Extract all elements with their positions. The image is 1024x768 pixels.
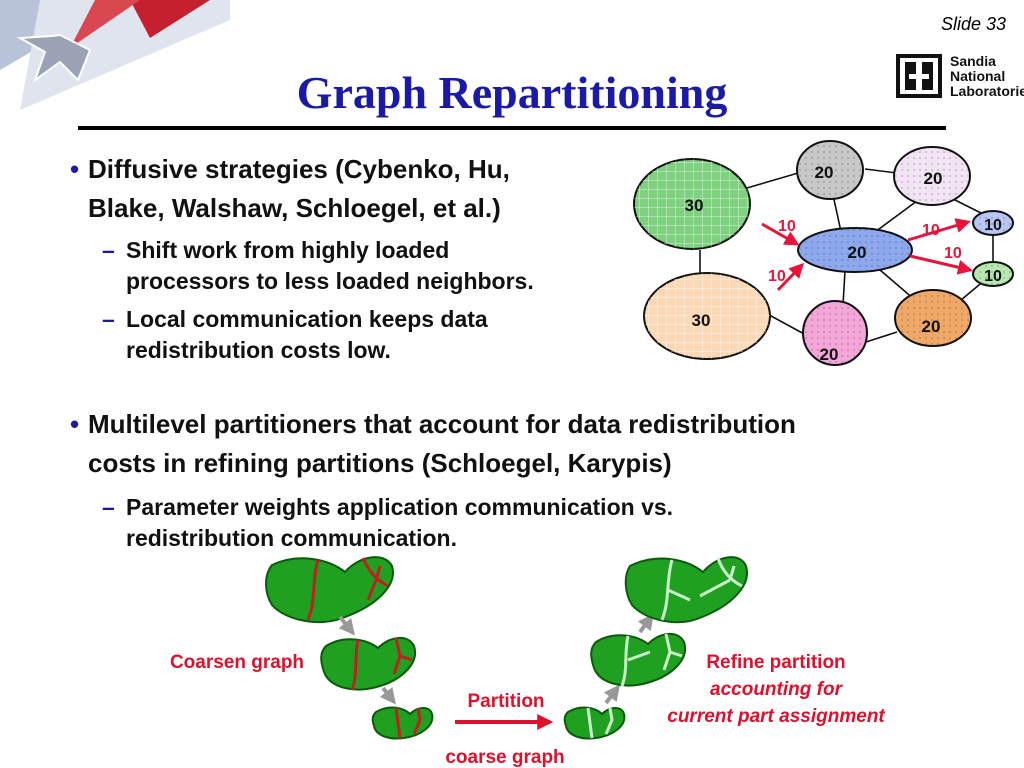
bullet-multilevel: • Multilevel partitioners that account f…	[70, 405, 988, 483]
mid-graph-left	[320, 637, 417, 691]
mid-graph-right	[590, 633, 687, 687]
flow-label-e-to-d: 10	[922, 222, 940, 239]
node-f-label: 10	[984, 268, 1002, 285]
star-logo	[0, 0, 230, 110]
coarsen-arrow-2	[379, 686, 396, 705]
sub-1-line-1: Shift work from highly loaded	[126, 237, 450, 263]
dash-mark: –	[102, 237, 115, 263]
node-h-label: 20	[820, 345, 839, 364]
logo-line-2: National	[950, 68, 1006, 84]
refine-assignment-label: current part assignment	[667, 706, 885, 727]
sub-1-line-2: processors to less loaded neighbors.	[126, 268, 534, 294]
node-a-label: 30	[685, 196, 704, 215]
bullet-2-line-1: Multilevel partitioners that account for…	[88, 409, 796, 439]
node-b-label: 20	[815, 163, 834, 182]
flow-label-e-to-f: 10	[944, 245, 962, 262]
graph-edge	[842, 270, 846, 306]
node-d-label: 10	[984, 217, 1002, 234]
graph-node-e: 20	[797, 227, 913, 273]
graph-node-g: 30	[643, 272, 771, 360]
graph-node-b: 20	[796, 140, 864, 200]
sub-3-line-1: Parameter weights application communicat…	[126, 494, 674, 520]
bullet-mark: •	[70, 409, 80, 439]
refine-partition-label: Refine partition	[706, 652, 845, 673]
sub-2-line-1: Local communication keeps data	[126, 306, 488, 332]
coarse-graph-right	[563, 706, 626, 740]
bullet-diffusive: • Diffusive strategies (Cybenko, Hu, Bla…	[70, 150, 648, 228]
refine-accounting-label: accounting for	[710, 679, 844, 700]
dash-mark: –	[102, 494, 115, 520]
graph-edge	[864, 168, 898, 174]
multilevel-diagram: Coarsen graph Partition coarse graph Ref…	[170, 556, 885, 768]
graph-edge	[879, 269, 916, 301]
bullet-mark: •	[70, 154, 80, 184]
logo-line-3: Laboratories	[950, 83, 1024, 99]
sub-3-line-2: redistribution communication.	[126, 525, 457, 551]
logo-line-1: Sandia	[950, 53, 996, 69]
repartition-graph: 30 20 20 10 20 10 30 20 20	[633, 140, 1014, 366]
coarse-graph-label: coarse graph	[445, 747, 564, 768]
bullet-2-line-2: costs in refining partitions (Schloegel,…	[88, 448, 672, 478]
graph-edge	[865, 331, 898, 343]
refine-arrow-2	[637, 613, 654, 634]
graph-node-a: 30	[633, 158, 751, 250]
sub-bullet-shift-work: – Shift work from highly loaded processo…	[102, 235, 646, 297]
title-divider	[78, 126, 946, 130]
sandia-logo: Sandia National Laboratories	[896, 52, 1024, 107]
node-e-label: 20	[848, 243, 867, 262]
fine-graph-left	[265, 556, 394, 624]
slide-number: Slide 33	[940, 14, 1006, 34]
coarse-graph-left	[371, 706, 434, 740]
flow-arrow-e-to-d	[907, 218, 971, 242]
graph-node-i: 20	[894, 289, 972, 347]
node-i-label: 20	[922, 317, 941, 336]
sub-2-line-2: redistribution costs low.	[126, 337, 391, 363]
graph-node-d: 10	[972, 210, 1014, 236]
slide-title: Graph Repartitioning	[296, 67, 728, 118]
sub-bullet-parameter: – Parameter weights application communic…	[102, 492, 926, 554]
graph-node-h: 20	[802, 300, 868, 366]
dash-mark: –	[102, 306, 115, 332]
flow-arrow-a-to-e	[761, 222, 800, 246]
partition-label: Partition	[467, 691, 544, 712]
graph-edge	[739, 170, 806, 191]
graph-node-c: 20	[893, 146, 971, 206]
flow-arrow-e-to-f	[909, 254, 973, 275]
fine-graph-right	[624, 556, 748, 624]
sub-bullet-local-comm: – Local communication keeps data redistr…	[102, 304, 646, 366]
node-c-label: 20	[924, 169, 943, 188]
node-g-label: 30	[692, 311, 711, 330]
flow-label-a-to-e: 10	[778, 218, 796, 235]
flow-label-g-to-e: 10	[768, 268, 786, 285]
graph-node-f: 10	[972, 261, 1014, 287]
coarsen-graph-label: Coarsen graph	[170, 652, 304, 673]
coarsen-arrow-1	[338, 615, 356, 636]
bullet-1-line-1: Diffusive strategies (Cybenko, Hu,	[88, 154, 510, 184]
flow-arrow-g-to-e	[776, 262, 805, 292]
refine-arrow-1	[603, 684, 620, 705]
bullet-1-line-2: Blake, Walshaw, Schloegel, et al.)	[88, 193, 501, 223]
